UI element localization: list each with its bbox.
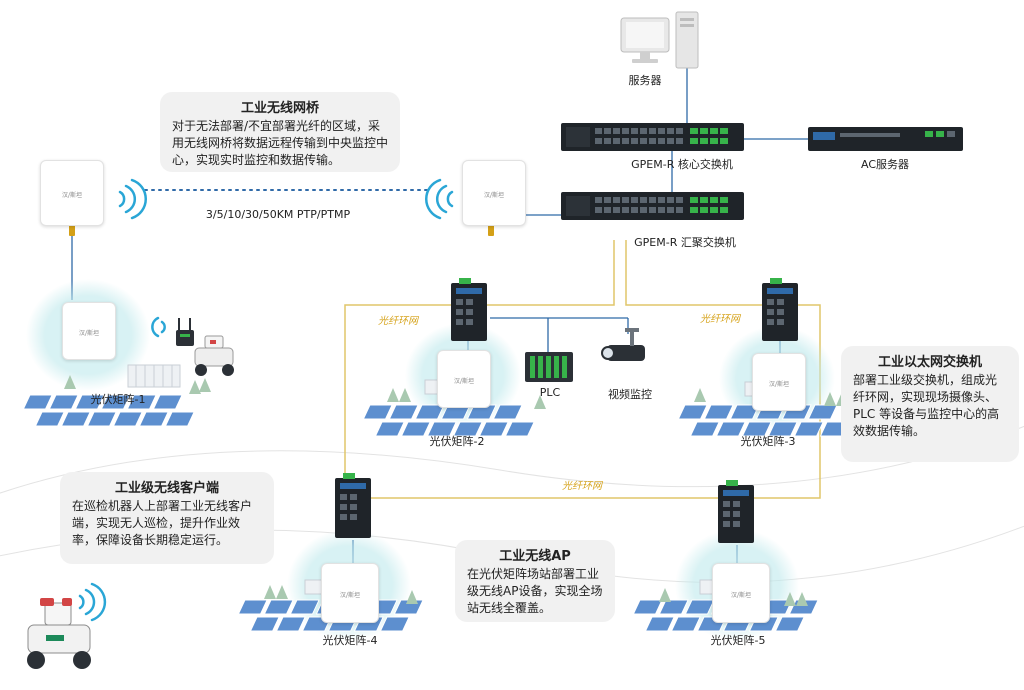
callout-title: 工业无线AP [499,549,571,564]
callout-title: 工业以太网交换机 [877,355,982,370]
wireless-ap-4: 汉/斯坦 [321,563,379,623]
array-label-1: 光伏矩阵-1 [90,393,146,406]
plc-label: PLC [539,386,561,399]
array-label-4: 光伏矩阵-4 [322,634,378,647]
wireless-client-icon [176,318,194,346]
callout-body: 部署工业级交换机，组成光纤环网，实现现场摄像头、PLC 等设备与监控中心的高效数… [853,373,1000,438]
wireless-ap-5: 汉/斯坦 [712,563,770,623]
aggregation-switch-label: GPEM-R 汇聚交换机 [634,236,736,249]
industrial-switch-icon [335,278,798,543]
callout-body: 在光伏矩阵场站部署工业级无线AP设备，实现全场站无线全覆盖。 [467,567,603,615]
wireless-link-label: 3/5/10/30/50KM PTP/PTMP [205,208,351,221]
plc-icon [525,352,573,382]
core-switch-label: GPEM-R 核心交换机 [631,158,733,171]
callout-wireless-bridge: 工业无线网桥 对于无法部署/不宜部署光纤的区域，采用无线网桥将数据远程传输到中央… [160,92,400,172]
callout-title: 工业无线网桥 [240,101,319,116]
inspection-robot-icon [194,335,234,376]
tree-icon [64,375,848,606]
callout-body: 在巡检机器人上部署工业无线客户端，实现无人巡检，提升作业效率，保障设备长期稳定运… [72,499,253,547]
array-label-2: 光伏矩阵-2 [429,435,485,448]
wireless-ap-2: 汉/斯坦 [437,350,491,408]
fiber-ring-label-1: 光纤环网 [378,316,418,327]
callout-wireless-client: 工业级无线客户端 在巡检机器人上部署工业无线客户端，实现无人巡检，提升作业效率，… [60,472,274,564]
array-label-5: 光伏矩阵-5 [710,634,766,647]
array-label-3: 光伏矩阵-3 [740,435,796,448]
callout-wireless-ap: 工业无线AP 在光伏矩阵场站部署工业级无线AP设备，实现全场站无线全覆盖。 [455,540,615,622]
camera-icon [601,328,645,361]
wireless-bridge-right: 汉/斯坦 [462,160,526,226]
wireless-ap-1: 汉/斯坦 [62,302,116,360]
ac-server-icon [808,127,963,151]
core-switch-icon [561,123,744,151]
inspection-robot-large-icon [27,598,91,669]
fiber-ring-label-2: 光纤环网 [700,314,740,325]
callout-title: 工业级无线客户端 [114,481,219,496]
callout-ethernet-switch: 工业以太网交换机 部署工业级交换机，组成光纤环网，实现现场摄像头、PLC 等设备… [841,346,1019,462]
aggregation-switch-icon [561,192,744,220]
wifi-icon [78,178,454,622]
antenna-icon [69,224,494,236]
wireless-bridge-left: 汉/斯坦 [40,160,104,226]
server-icon [620,11,699,69]
server-label: 服务器 [628,74,662,87]
fiber-ring [344,240,821,499]
camera-label: 视频监控 [608,388,652,401]
fiber-ring-label-3: 光纤环网 [562,481,602,492]
ac-server-label: AC服务器 [860,158,910,171]
callout-body: 对于无法部署/不宜部署光纤的区域，采用无线网桥将数据远程传输到中央监控中心，实现… [172,119,389,167]
wireless-ap-3: 汉/斯坦 [752,353,806,411]
